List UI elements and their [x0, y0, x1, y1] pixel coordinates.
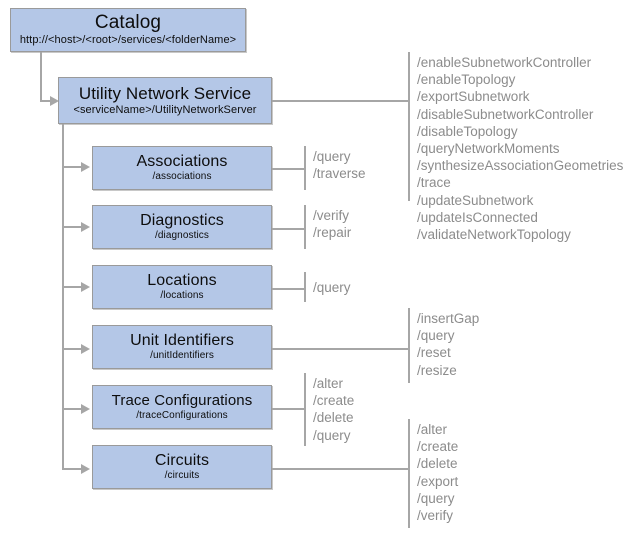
locations-path: /locations: [160, 290, 204, 302]
arrow-to-unit-identifiers: [81, 344, 90, 354]
operation-item[interactable]: /disableTopology: [417, 123, 518, 139]
diagnostics-path: /diagnostics: [154, 230, 209, 242]
operation-list-locations: /query: [313, 279, 351, 296]
operations-divider-diagnostics: [304, 205, 306, 249]
associations-title: Associations: [136, 152, 228, 170]
operations-divider-trace-configurations: [304, 373, 306, 446]
connector-service-trunk: [62, 124, 64, 468]
operation-item[interactable]: /delete: [313, 410, 354, 426]
node-catalog[interactable]: Catalog http://<host>/<root>/services/<f…: [10, 8, 246, 52]
operations-divider-circuits: [408, 419, 410, 528]
operation-item[interactable]: /query: [313, 427, 351, 443]
connector-locations-to-operations: [272, 288, 306, 290]
catalog-title: Catalog: [94, 12, 162, 34]
arrow-to-circuits: [81, 464, 90, 474]
operation-item[interactable]: /query: [313, 149, 351, 164]
operation-item[interactable]: /enableSubnetworkController: [417, 55, 592, 70]
catalog-path: http://<host>/<root>/services/<folderNam…: [19, 34, 237, 47]
operation-item[interactable]: /updateSubnetwork: [417, 192, 534, 208]
connector-catalog-across: [40, 100, 52, 102]
operation-list-trace-configurations: /alter /create /delete /query: [313, 375, 354, 444]
operations-divider-locations: [304, 272, 306, 302]
connector-branch-trace-configurations: [62, 408, 83, 410]
operation-item[interactable]: /alter: [417, 422, 448, 437]
connector-diagnostics-to-operations: [272, 228, 306, 230]
operation-list-associations: /query /traverse: [313, 148, 366, 182]
operation-item[interactable]: /delete: [417, 456, 458, 472]
node-circuits[interactable]: Circuits /circuits: [92, 445, 272, 489]
locations-title: Locations: [147, 271, 217, 289]
node-utility-network-service[interactable]: Utility Network Service <serviceName>/Ut…: [58, 77, 272, 124]
operation-item[interactable]: /trace: [417, 175, 451, 191]
connector-associations-to-operations: [272, 168, 306, 170]
node-unit-identifiers[interactable]: Unit Identifiers /unitIdentifiers: [92, 325, 272, 369]
operation-list-diagnostics: /verify /repair: [313, 207, 351, 241]
operation-item[interactable]: /verify: [313, 208, 350, 223]
connector-branch-unit-identifiers: [62, 348, 83, 350]
arrow-to-diagnostics: [81, 222, 90, 232]
operation-item[interactable]: /queryNetworkMoments: [417, 141, 560, 157]
connector-branch-circuits: [62, 468, 83, 470]
node-associations[interactable]: Associations /associations: [92, 146, 272, 190]
operation-item[interactable]: /resize: [417, 362, 457, 378]
operation-item[interactable]: /query: [417, 490, 455, 506]
service-title: Utility Network Service: [78, 83, 252, 103]
operation-item[interactable]: /query: [313, 280, 351, 295]
operation-item[interactable]: /repair: [313, 225, 352, 241]
unit-identifiers-path: /unitIdentifiers: [150, 350, 214, 362]
diagnostics-title: Diagnostics: [140, 211, 224, 229]
operation-item[interactable]: /query: [417, 328, 455, 344]
operation-item[interactable]: /traverse: [313, 166, 366, 182]
operation-item[interactable]: /alter: [313, 376, 344, 391]
operation-item[interactable]: /insertGap: [417, 311, 480, 326]
operation-item[interactable]: /reset: [417, 345, 451, 361]
operation-item[interactable]: /synthesizeAssociationGeometries: [417, 158, 624, 174]
operation-item[interactable]: /create: [313, 393, 355, 409]
circuits-path: /circuits: [164, 470, 200, 482]
connector-branch-diagnostics: [62, 226, 83, 228]
operation-item[interactable]: /create: [417, 439, 459, 455]
node-trace-configurations[interactable]: Trace Configurations /traceConfiguration…: [92, 385, 272, 429]
service-path: <serviceName>/UtilityNetworkServer: [73, 104, 257, 117]
connector-branch-associations: [62, 166, 83, 168]
trace-configurations-title: Trace Configurations: [111, 392, 253, 410]
connector-unit-identifiers-to-operations: [272, 348, 409, 350]
operation-item[interactable]: /verify: [417, 508, 454, 524]
operations-divider-associations: [304, 146, 306, 190]
arrow-to-associations: [81, 162, 90, 172]
operation-list-circuits: /alter /create /delete /export /query /v…: [417, 421, 458, 524]
connector-service-to-operations: [272, 100, 408, 102]
arrow-catalog-to-service: [50, 96, 59, 106]
node-diagnostics[interactable]: Diagnostics /diagnostics: [92, 205, 272, 249]
operation-item[interactable]: /enableTopology: [417, 72, 516, 88]
operation-item[interactable]: /validateNetworkTopology: [417, 227, 571, 243]
connector-branch-locations: [62, 286, 83, 288]
operations-divider-service: [408, 52, 410, 201]
arrow-to-locations: [81, 282, 90, 292]
operation-item[interactable]: /export: [417, 473, 459, 489]
associations-path: /associations: [152, 171, 212, 183]
circuits-title: Circuits: [154, 451, 210, 469]
connector-catalog-down: [40, 52, 42, 102]
operation-item[interactable]: /disableSubnetworkController: [417, 106, 594, 122]
trace-configurations-path: /traceConfigurations: [136, 409, 228, 421]
arrow-to-trace-configurations: [81, 404, 90, 414]
operation-list-unit-identifiers: /insertGap /query /reset /resize: [417, 310, 479, 379]
operation-list-service: /enableSubnetworkController /enableTopol…: [417, 54, 623, 243]
operation-item[interactable]: /updateIsConnected: [417, 209, 538, 225]
operation-item[interactable]: /exportSubnetwork: [417, 89, 530, 105]
node-locations[interactable]: Locations /locations: [92, 265, 272, 309]
unit-identifiers-title: Unit Identifiers: [130, 331, 234, 349]
connector-trace-configurations-to-operations: [272, 408, 306, 410]
operations-divider-unit-identifiers: [408, 308, 410, 383]
connector-circuits-to-operations: [272, 468, 409, 470]
